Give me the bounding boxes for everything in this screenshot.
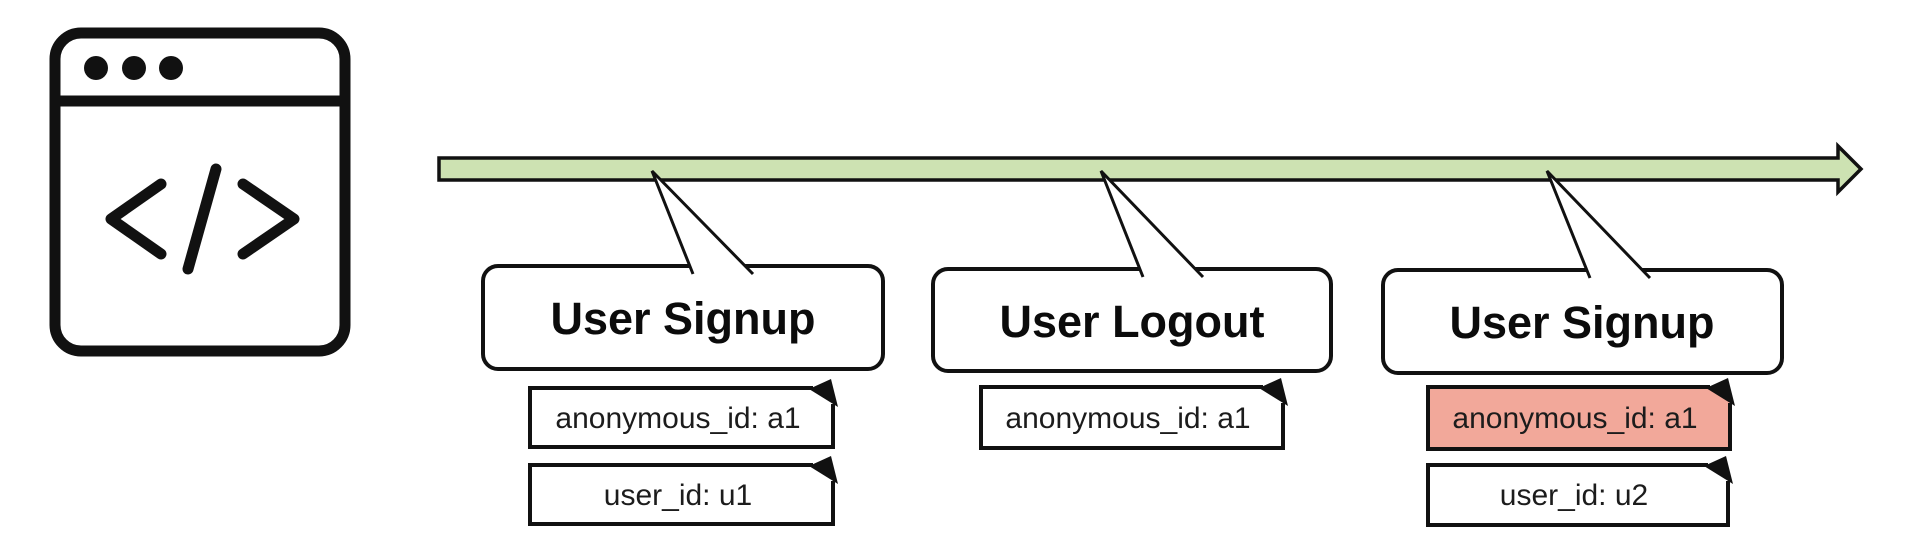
tag-label: user_id: u2: [1500, 479, 1648, 512]
browser-dot-icon: [159, 56, 183, 80]
callout-tail: [1545, 169, 1652, 280]
attribute-tag: user_id: u2: [1426, 456, 1733, 527]
folded-corner-icon: [1706, 378, 1735, 406]
tag-label: anonymous_id: a1: [555, 402, 800, 435]
tag-label: anonymous_id: a1: [1452, 402, 1697, 435]
event-label: User Signup: [1449, 297, 1714, 348]
event-box: [1381, 268, 1784, 375]
browser-dot-icon: [122, 56, 146, 80]
tag-label: user_id: u1: [604, 479, 752, 512]
event-box: [481, 264, 885, 371]
event-label: User Logout: [1000, 296, 1265, 347]
tag-body: [528, 386, 835, 449]
attribute-tag-highlighted: anonymous_id: a1: [1426, 378, 1735, 451]
callout-tail: [650, 169, 755, 276]
event-label: User Signup: [550, 293, 815, 344]
browser-frame: [49, 27, 351, 357]
folded-corner-icon: [1259, 378, 1288, 406]
tag-body: [979, 385, 1285, 450]
event-box: [931, 267, 1333, 373]
folded-corner-icon: [1704, 456, 1733, 484]
event-callout-logout: User Logout anonymous_id: a1: [931, 169, 1333, 450]
tag-body: [1426, 385, 1732, 451]
tag-body: [1426, 463, 1730, 527]
code-browser-icon: [49, 27, 351, 357]
event-callout-signup-1: User Signup anonymous_id: a1 user_id: u1: [481, 169, 885, 526]
browser-dot-icon: [84, 56, 108, 80]
tag-label: anonymous_id: a1: [1005, 402, 1250, 435]
timeline-arrow: [437, 141, 1864, 197]
callout-tail: [1099, 169, 1205, 279]
event-callout-signup-2: User Signup anonymous_id: a1 user_id: u2: [1381, 169, 1784, 527]
folded-corner-icon: [809, 456, 838, 484]
tag-body: [528, 463, 835, 526]
folded-corner-icon: [809, 379, 838, 407]
attribute-tag: anonymous_id: a1: [979, 378, 1288, 450]
attribute-tag: user_id: u1: [528, 456, 838, 526]
attribute-tag: anonymous_id: a1: [528, 379, 838, 449]
code-glyph-icon: [105, 163, 300, 275]
